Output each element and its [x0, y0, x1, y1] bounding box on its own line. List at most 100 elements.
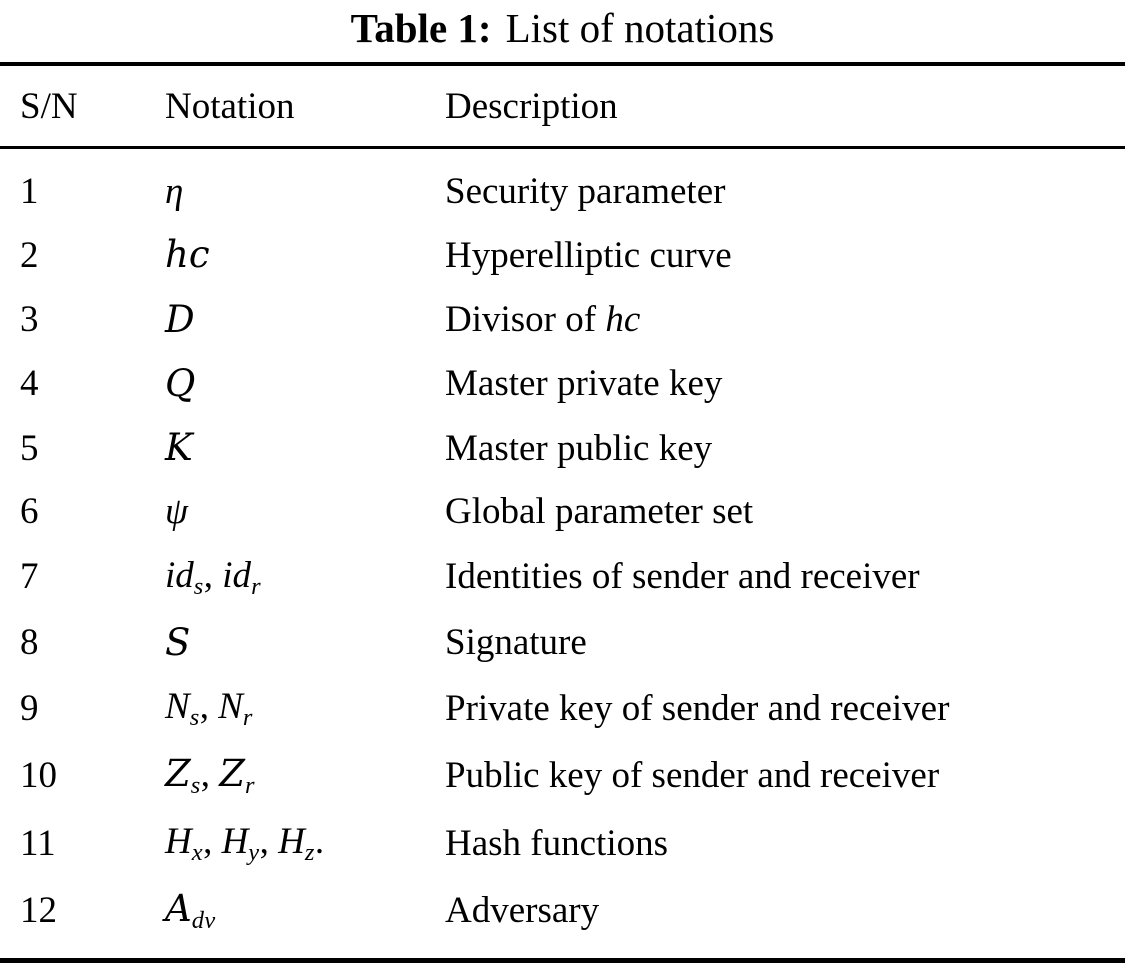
- row-notation: Q: [165, 362, 445, 406]
- text-segment: s: [193, 572, 204, 600]
- text-segment: y: [248, 838, 260, 866]
- text-segment: ,: [200, 753, 220, 795]
- column-header-notation: Notation: [165, 85, 295, 127]
- text-segment: Private key of sender and receiver: [445, 687, 950, 729]
- table-caption-label: Table 1:: [350, 5, 492, 51]
- table-row: 2 hc Hyperelliptic curve: [0, 223, 1125, 287]
- row-description: Global parameter set: [445, 490, 1125, 533]
- row-description: Security parameter: [445, 170, 1125, 213]
- table-caption-text: List of notations: [505, 5, 775, 51]
- row-description: Master private key: [445, 362, 1125, 405]
- text-segment: r: [244, 771, 255, 799]
- text-segment: ,: [203, 820, 222, 862]
- row-notation: η: [165, 170, 445, 213]
- text-segment: ,: [199, 685, 219, 727]
- table-header-rule: [0, 146, 1125, 149]
- row-sn: 3: [20, 299, 39, 341]
- row-notation: K: [165, 426, 445, 470]
- row-description: Private key of sender and receiver: [445, 687, 1125, 730]
- text-segment: r: [242, 703, 253, 731]
- row-sn: 9: [20, 687, 39, 729]
- row-sn: 12: [20, 890, 57, 932]
- text-segment: id: [165, 554, 194, 596]
- row-description: Master public key: [445, 427, 1125, 470]
- text-segment: Q: [165, 361, 196, 405]
- table-row: 1 η Security parameter: [0, 160, 1125, 223]
- text-segment: dv: [191, 906, 216, 934]
- column-header-description: Description: [445, 85, 618, 127]
- text-segment: Hyperelliptic curve: [445, 234, 732, 276]
- row-notation: ψ: [165, 490, 445, 533]
- text-segment: z: [304, 838, 315, 866]
- table-caption: Table 1: List of notations: [0, 1, 1125, 55]
- text-segment: Master public key: [445, 427, 713, 469]
- row-sn: 8: [20, 622, 39, 664]
- row-sn: 1: [20, 171, 39, 213]
- text-segment: hc: [605, 299, 641, 341]
- table-header-row: S/N Notation Description: [0, 66, 1125, 146]
- text-segment: η: [165, 171, 184, 213]
- table-bottom-rule: [0, 958, 1125, 963]
- row-description: Divisor of hc: [445, 298, 1125, 341]
- row-description: Adversary: [445, 889, 1125, 932]
- text-segment: N: [218, 685, 243, 727]
- text-segment: A: [165, 887, 192, 930]
- row-description: Signature: [445, 621, 1125, 664]
- text-segment: x: [191, 838, 204, 866]
- table-row: 3 D Divisor of hc: [0, 287, 1125, 351]
- text-segment: hc: [165, 233, 210, 277]
- text-segment: Hash functions: [445, 822, 668, 864]
- row-sn: 6: [20, 491, 39, 533]
- row-notation: S: [165, 621, 445, 665]
- row-notation: hc: [165, 233, 445, 277]
- table-top-rule: [0, 62, 1125, 66]
- text-segment: N: [165, 685, 190, 727]
- row-sn: 10: [20, 755, 57, 797]
- table-body: 1 η Security parameter 2 hc Hyperelliptic cur…: [0, 160, 1125, 945]
- text-segment: ,: [203, 554, 223, 596]
- text-segment: s: [189, 703, 200, 731]
- text-segment: r: [251, 572, 262, 600]
- row-description: Identities of sender and receiver: [445, 555, 1125, 598]
- row-sn: 7: [20, 556, 39, 598]
- text-segment: ,: [259, 820, 279, 862]
- text-segment: H: [165, 820, 192, 862]
- text-segment: D: [165, 297, 195, 341]
- row-sn: 5: [20, 427, 39, 469]
- row-notation: ids, idr: [165, 554, 445, 601]
- row-sn: 11: [20, 822, 56, 864]
- text-segment: Global parameter set: [445, 491, 754, 533]
- column-header-sn: S/N: [20, 85, 78, 127]
- text-segment: Divisor of: [445, 299, 606, 341]
- text-segment: H: [278, 820, 305, 862]
- row-notation: D: [165, 298, 445, 342]
- text-segment: Signature: [445, 622, 587, 664]
- text-segment: Public key of sender and receiver: [445, 755, 940, 797]
- row-notation: Hx, Hy, Hz.: [165, 820, 445, 867]
- text-segment: id: [222, 554, 252, 596]
- table-row: 11 Hx, Hy, Hz.Hash functions: [0, 810, 1125, 877]
- text-segment: .: [314, 820, 325, 862]
- row-description: Hash functions: [445, 822, 1125, 865]
- row-notation: Adv: [165, 887, 445, 935]
- row-description: Hyperelliptic curve: [445, 234, 1125, 277]
- text-segment: Master private key: [445, 363, 723, 405]
- row-sn: 4: [20, 363, 39, 405]
- row-sn: 2: [20, 234, 39, 276]
- text-segment: s: [190, 771, 201, 799]
- table-row: 4 Q Master private key: [0, 352, 1125, 416]
- row-notation: Zs, Zr: [165, 752, 445, 800]
- text-segment: Adversary: [445, 890, 600, 932]
- text-segment: Z: [165, 751, 191, 795]
- row-notation: Ns, Nr: [165, 685, 445, 732]
- row-description: Public key of sender and receiver: [445, 754, 1125, 797]
- text-segment: Identities of sender and receiver: [445, 556, 920, 598]
